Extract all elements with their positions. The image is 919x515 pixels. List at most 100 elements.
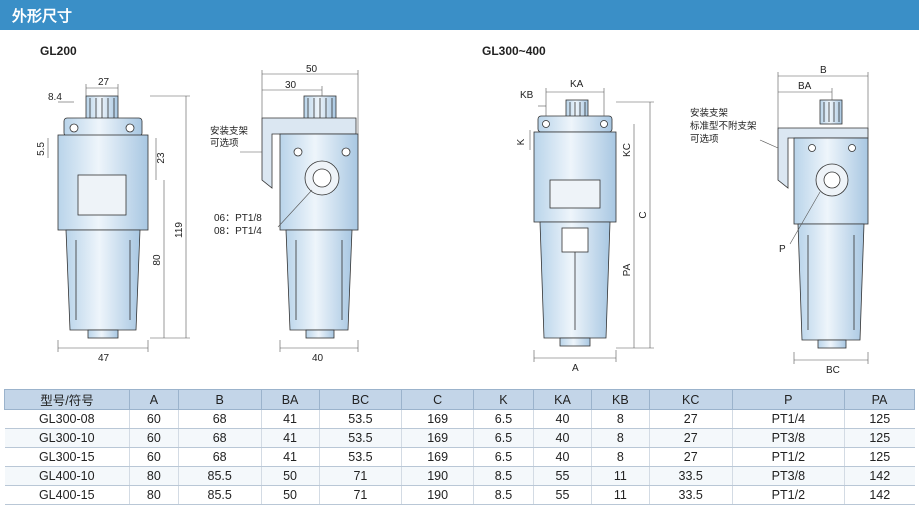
dim-27: 27 <box>98 77 110 88</box>
table-cell: 53.5 <box>318 447 402 467</box>
col-header: KB <box>590 389 650 410</box>
model-label-gl200: GL200 <box>40 44 77 58</box>
dim-KB: KB <box>520 90 534 101</box>
table-cell: 125 <box>844 428 915 448</box>
port-label-08: 08：PT1/4 <box>214 226 262 237</box>
dim-KA: KA <box>570 79 584 90</box>
table-cell: 68 <box>177 447 262 467</box>
table-cell: 169 <box>401 409 474 429</box>
gl300-front-dimensions <box>529 88 654 362</box>
table-cell: 40 <box>533 447 592 467</box>
dim-80: 80 <box>152 254 163 266</box>
bracket-label-line2: 可选项 <box>210 137 239 149</box>
table-cell: 85.5 <box>177 466 262 486</box>
table-cell: 6.5 <box>472 428 534 448</box>
dim-119: 119 <box>174 222 185 238</box>
dim-BA: BA <box>798 81 812 92</box>
table-cell: GL300-10 <box>4 428 130 448</box>
table-cell: 33.5 <box>648 485 733 505</box>
dim-P: P <box>779 244 786 255</box>
dim-C: C <box>638 211 649 218</box>
gl300-side-view <box>777 99 869 349</box>
table-cell: 27 <box>648 428 733 448</box>
table-cell: 41 <box>260 447 319 467</box>
bracket-label-line1: 安装支架 <box>210 125 249 137</box>
table-cell: GL400-15 <box>4 485 130 505</box>
table-cell: 8 <box>590 428 650 448</box>
table-cell: 190 <box>401 485 474 505</box>
dimension-drawings: 27 8.4 5.5 23 119 80 47 50 30 40 安装支架 可选… <box>36 64 869 376</box>
bracket-note-line2: 标准型不附支架 <box>690 120 757 132</box>
table-cell: 33.5 <box>648 466 733 486</box>
col-header: KC <box>648 389 733 410</box>
dim-B: B <box>820 65 827 76</box>
table-cell: 80 <box>129 485 179 505</box>
table-cell: 55 <box>533 466 592 486</box>
table-cell: 27 <box>648 409 733 429</box>
col-header: 型号/符号 <box>4 389 130 410</box>
section-title: 外形尺寸 <box>12 7 73 25</box>
dim-5-5: 5.5 <box>36 142 47 156</box>
table-cell: GL400-10 <box>4 466 130 486</box>
table-cell: 11 <box>590 466 650 486</box>
table-cell: 8.5 <box>472 485 534 505</box>
col-header: C <box>401 389 474 410</box>
table-cell: 55 <box>533 485 592 505</box>
table-cell: 80 <box>129 466 179 486</box>
table-cell: 8.5 <box>472 466 534 486</box>
table-cell: 8 <box>590 447 650 467</box>
col-header: B <box>177 389 262 410</box>
table-cell: PT1/2 <box>731 485 845 505</box>
table-cell: 41 <box>260 428 319 448</box>
table-cell: 8 <box>590 409 650 429</box>
dim-50: 50 <box>306 64 318 75</box>
table-cell: GL300-15 <box>4 447 130 467</box>
table-cell: 60 <box>129 409 179 429</box>
table-cell: 169 <box>401 428 474 448</box>
dimension-table: 型号/符号 A B BA BC C K KA KB KC P PA GL300-… <box>4 389 915 505</box>
gl300-front-view <box>533 99 617 347</box>
dim-47: 47 <box>98 353 110 364</box>
col-header: P <box>731 389 846 410</box>
dim-23: 23 <box>156 152 167 164</box>
table-cell: 27 <box>648 447 733 467</box>
table-cell: 85.5 <box>177 485 262 505</box>
bracket-note-line3: 可选项 <box>690 133 719 145</box>
dim-BC: BC <box>826 365 840 376</box>
table-cell: PT1/4 <box>731 409 845 429</box>
section-header-bar: 外形尺寸 <box>0 0 919 30</box>
table-cell: 53.5 <box>318 428 402 448</box>
model-label-gl300-400: GL300~400 <box>482 44 546 58</box>
col-header: BC <box>318 389 403 410</box>
table-cell: 53.5 <box>318 409 402 429</box>
table-cell: 125 <box>844 409 915 429</box>
table-cell: 40 <box>533 409 592 429</box>
dim-30: 30 <box>285 80 297 91</box>
table-cell: 6.5 <box>472 447 534 467</box>
table-cell: 71 <box>318 466 402 486</box>
table-cell: GL300-08 <box>4 409 130 429</box>
gl200-side-dimensions <box>240 70 359 352</box>
col-header: A <box>129 389 179 410</box>
dim-40: 40 <box>312 353 324 364</box>
gl300-side-dimensions <box>759 72 869 364</box>
table-cell: 190 <box>401 466 474 486</box>
dim-PA: PA <box>622 263 633 276</box>
bracket-note-line1: 安装支架 <box>690 107 729 119</box>
table-cell: 71 <box>318 485 402 505</box>
table-cell: PT1/2 <box>731 447 845 467</box>
table-cell: 6.5 <box>472 409 534 429</box>
gl200-front-dimensions <box>47 84 190 352</box>
table-cell: PT3/8 <box>731 466 845 486</box>
table-cell: 11 <box>590 485 650 505</box>
port-label-06: 06：PT1/8 <box>214 213 262 224</box>
col-header: K <box>472 389 535 410</box>
dim-A: A <box>572 363 579 374</box>
table-cell: PT3/8 <box>731 428 845 448</box>
gl200-side-view <box>261 95 359 339</box>
table-cell: 40 <box>533 428 592 448</box>
